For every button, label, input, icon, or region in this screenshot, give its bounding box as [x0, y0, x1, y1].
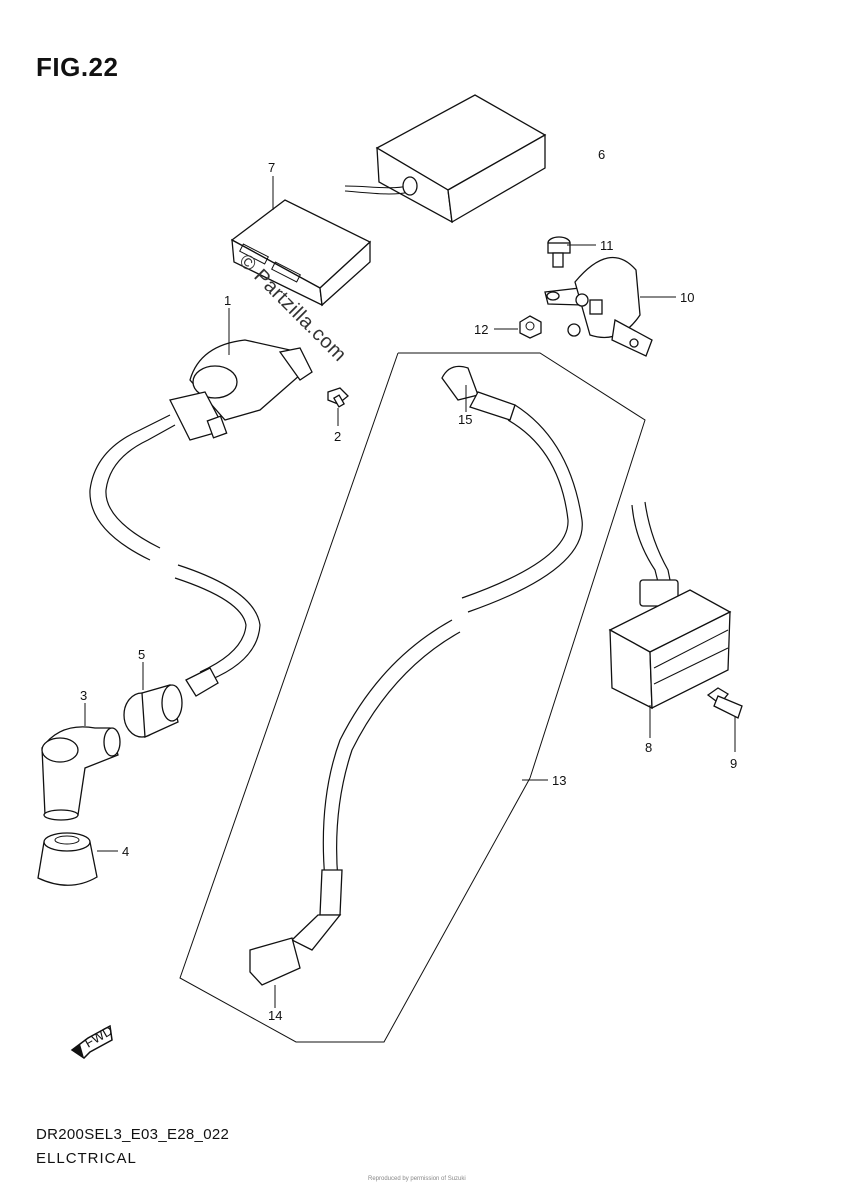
part-8-regulator[interactable]: [608, 501, 732, 710]
callout-3[interactable]: 3: [80, 688, 87, 703]
callout-13[interactable]: 13: [552, 773, 566, 788]
part-10-starter-relay[interactable]: [544, 256, 653, 357]
callout-10[interactable]: 10: [680, 290, 694, 305]
callout-1[interactable]: 1: [224, 293, 231, 308]
part-9-bolt[interactable]: [706, 687, 743, 719]
part-11-bolt[interactable]: [547, 236, 571, 268]
diagram-title: ELLCTRICAL: [36, 1150, 137, 1167]
callout-9[interactable]: 9: [730, 756, 737, 771]
callout-4[interactable]: 4: [122, 844, 129, 859]
callout-12[interactable]: 12: [474, 322, 488, 337]
part-13-harness-frame: [179, 352, 646, 1043]
part-1-ignition-coil[interactable]: [89, 339, 313, 697]
callout-7[interactable]: 7: [268, 160, 275, 175]
figure-title: FIG.22: [36, 52, 119, 82]
footer-small-print: Reproduced by permission of Suzuki: [368, 1176, 466, 1182]
callout-14[interactable]: 14: [268, 1008, 282, 1023]
part-5-grommet[interactable]: [123, 684, 183, 738]
callout-2[interactable]: 2: [334, 429, 341, 444]
callout-5[interactable]: 5: [138, 647, 145, 662]
part-3-plug-cap[interactable]: [41, 726, 121, 821]
part-15-harness-lead[interactable]: [322, 365, 583, 881]
part-4-boot[interactable]: [37, 832, 98, 886]
callout-11[interactable]: 11: [600, 238, 614, 253]
part-12-nut[interactable]: [519, 315, 542, 339]
leader-lines: [84, 176, 736, 1008]
part-6-control-unit[interactable]: [344, 94, 547, 224]
part-7-ignitor[interactable]: [230, 199, 372, 307]
callout-6[interactable]: 6: [598, 147, 605, 162]
part-2-screw[interactable]: [327, 387, 349, 408]
part-14-coupler[interactable]: [249, 869, 343, 986]
callout-15[interactable]: 15: [458, 412, 472, 427]
callout-8[interactable]: 8: [645, 740, 652, 755]
fwd-arrow-icon: [70, 1024, 113, 1059]
diagram-code: DR200SEL3_E03_E28_022: [36, 1126, 230, 1143]
